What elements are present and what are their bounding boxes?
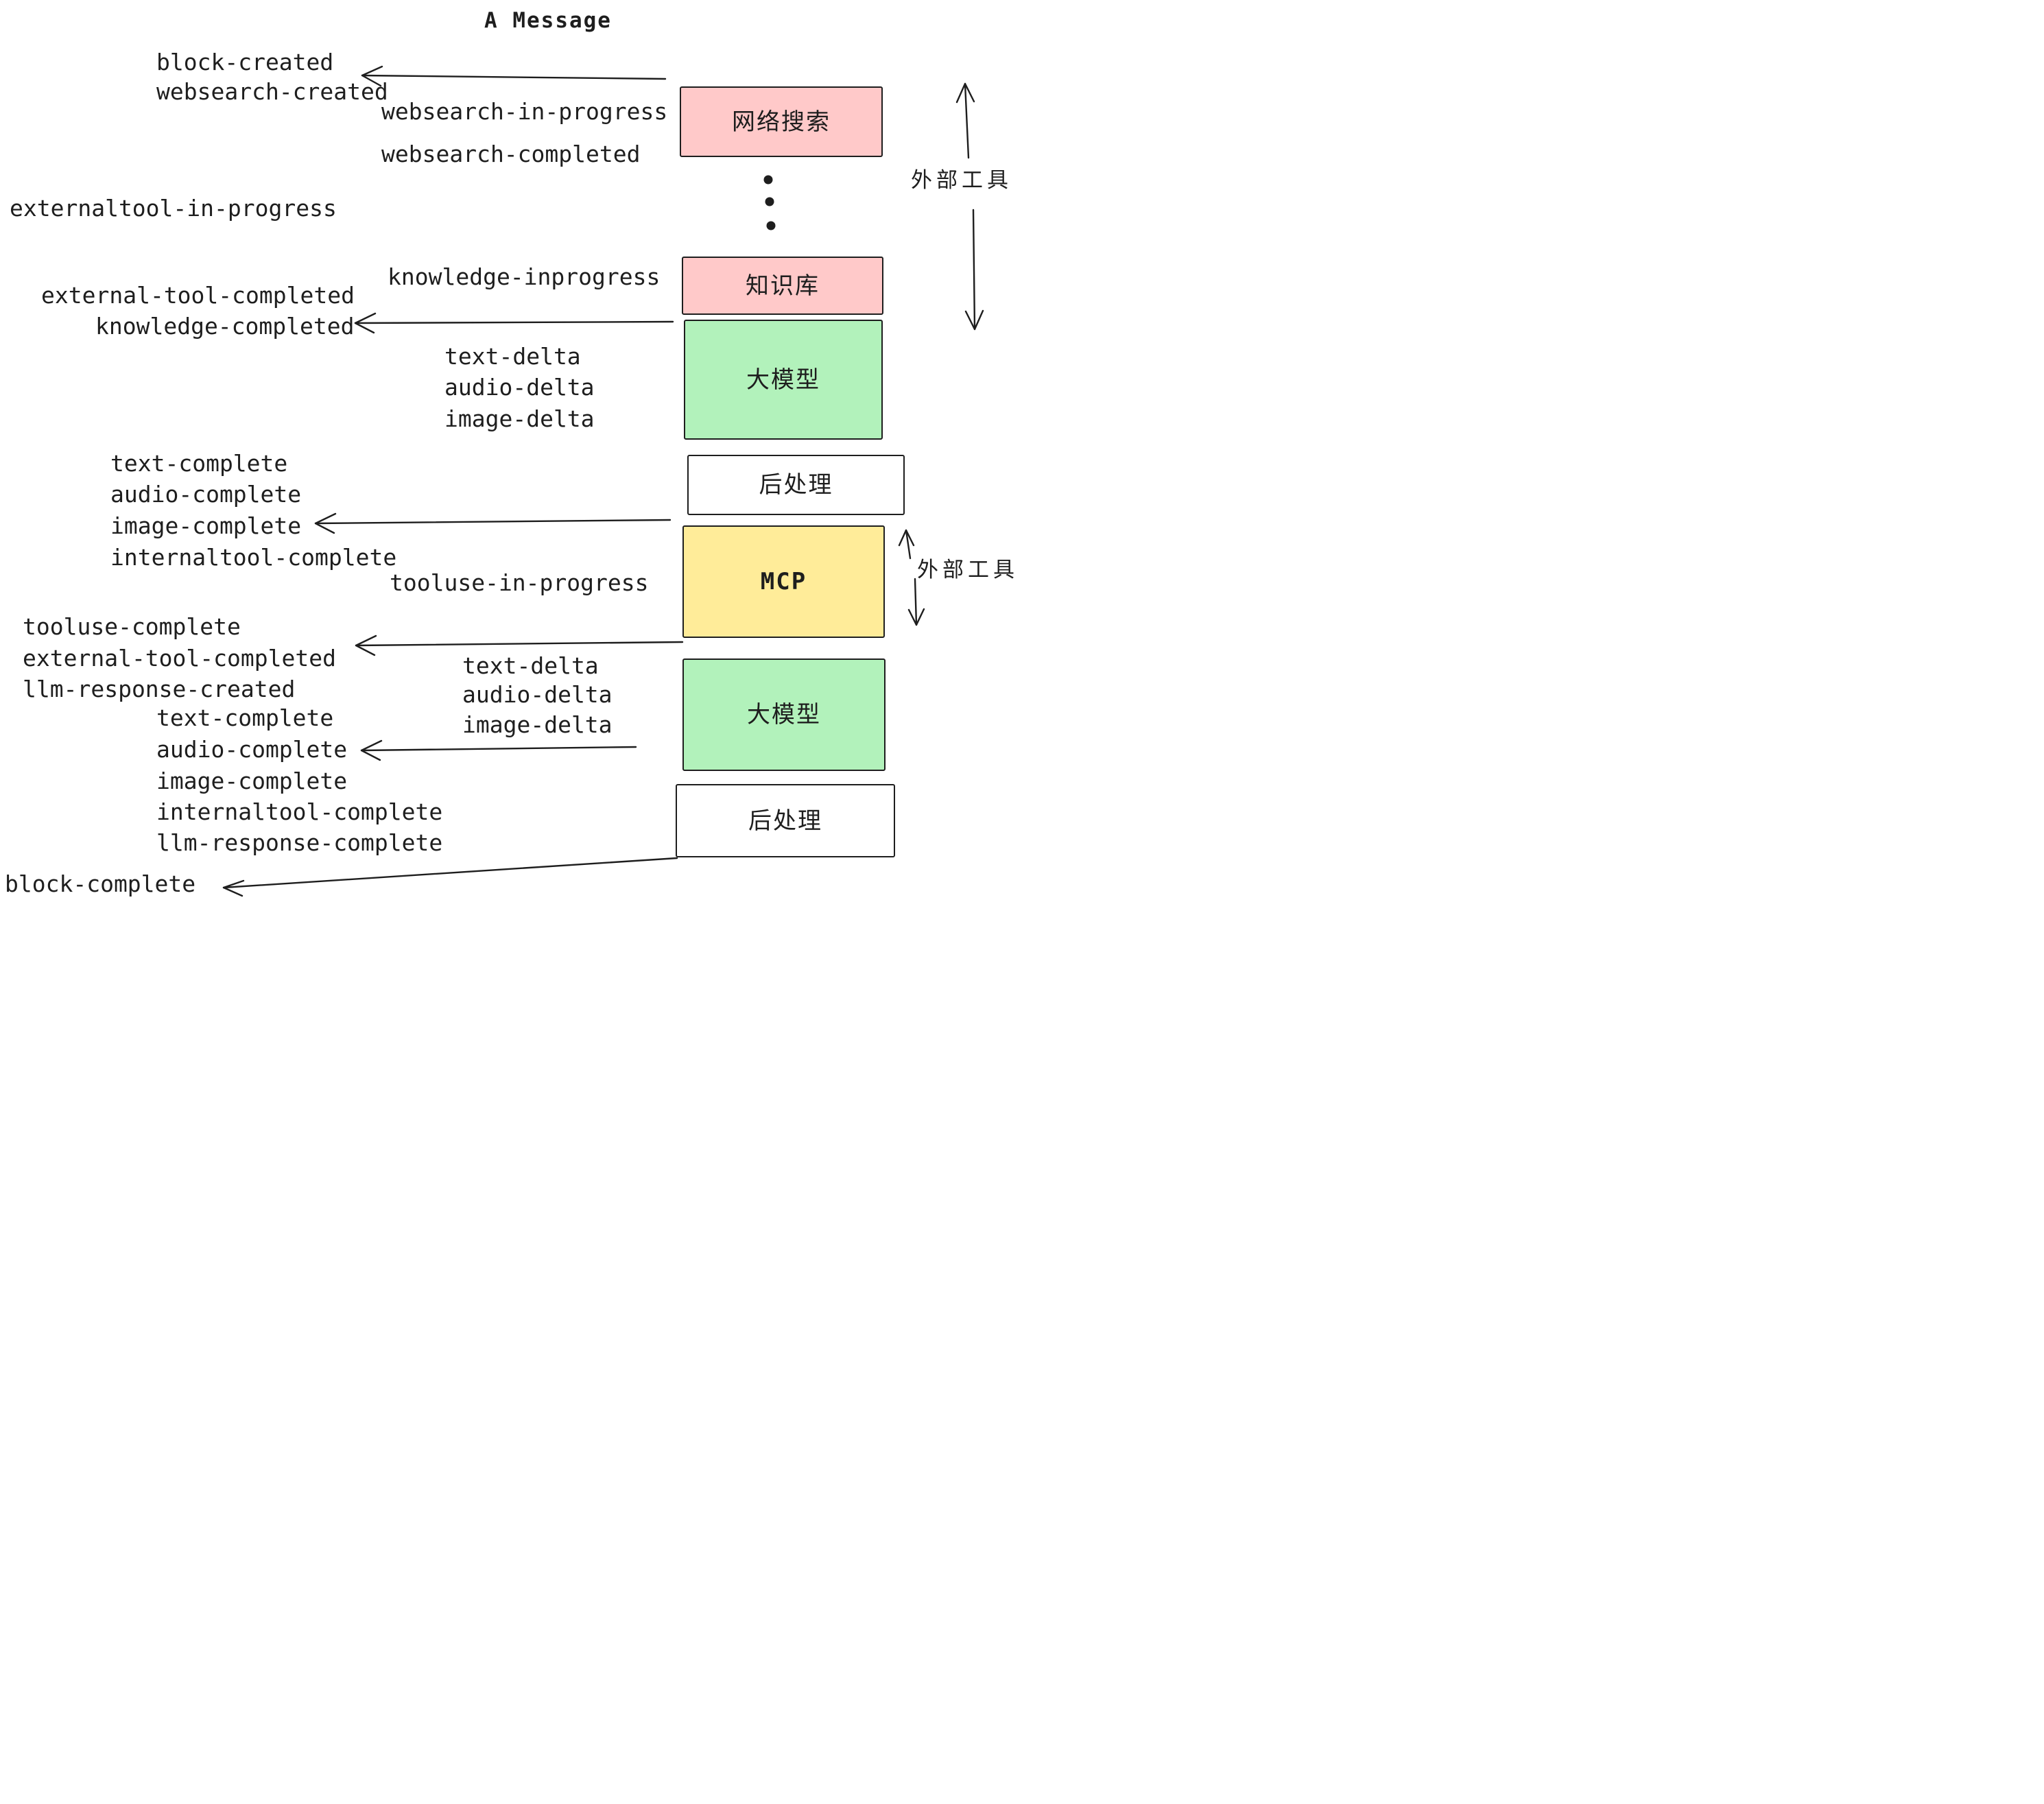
event-image-complete-2: image-complete [156, 768, 348, 794]
arrow-websearch-to-block-created-line [361, 74, 667, 80]
event-tooluse-in-progress: tooluse-in-progress [390, 569, 649, 596]
ellipsis-dot-3 [766, 221, 776, 230]
side-label-external-tools-2: 外部工具 [917, 558, 1019, 582]
arrow-external-tools-2-down-line [914, 578, 918, 626]
event-llm-response-complete: llm-response-complete [156, 829, 443, 856]
box-mcp-label: MCP [760, 568, 807, 595]
event-external-tool-completed: external-tool-completed [41, 282, 355, 309]
box-postprocess-2: 后处理 [676, 784, 895, 857]
ellipsis-dot-2 [765, 197, 774, 206]
box-postprocess-2-label: 后处理 [748, 807, 822, 835]
arrow-llm2-to-audio-complete-head [360, 739, 383, 761]
arrow-postprocess-to-block-complete-line [222, 857, 678, 889]
event-audio-complete: audio-complete [110, 481, 302, 508]
arrow-external-tools-down-line [972, 209, 976, 331]
box-llm-1-label: 大模型 [746, 366, 820, 394]
arrow-mcp-to-image-complete-head [314, 512, 337, 534]
box-llm-1: 大模型 [684, 320, 883, 440]
arrow-external-tools-2-up-head [898, 529, 915, 547]
ellipsis-dot-1 [763, 175, 773, 185]
arrow-llm-to-knowledge-completed-line [354, 320, 674, 324]
box-llm-2: 大模型 [682, 658, 886, 771]
event-image-complete: image-complete [110, 512, 302, 539]
event-websearch-in-progress: websearch-in-progress [381, 98, 668, 125]
event-websearch-created: websearch-created [156, 78, 388, 105]
arrow-external-tools-up-head [955, 82, 975, 104]
event-audio-delta: audio-delta [444, 374, 595, 401]
arrow-postprocess-to-block-complete-head [222, 879, 245, 897]
event-internaltool-complete-2: internaltool-complete [156, 798, 443, 825]
arrow-llm-to-knowledge-completed-head [354, 312, 377, 334]
arrow-mcp-to-tooluse-complete-line [355, 641, 684, 647]
event-knowledge-inprogress: knowledge-inprogress [388, 263, 661, 290]
event-externaltool-in-progress: externaltool-in-progress [10, 195, 337, 222]
diagram-canvas: A Message block-created websearch-create… [0, 0, 1022, 902]
arrow-mcp-to-image-complete-line [314, 519, 672, 525]
box-knowledge-label: 知识库 [746, 272, 820, 300]
event-text-complete: text-complete [110, 450, 288, 477]
box-mcp: MCP [682, 525, 885, 638]
arrow-external-tools-2-up-line [905, 529, 912, 560]
event-tooluse-complete: tooluse-complete [23, 613, 241, 640]
event-internaltool-complete: internaltool-complete [110, 544, 397, 571]
event-llm-response-created: llm-response-created [23, 676, 296, 702]
event-external-tool-completed-2: external-tool-completed [23, 645, 336, 672]
event-websearch-completed: websearch-completed [381, 141, 641, 167]
event-block-complete: block-complete [5, 870, 196, 897]
diagram-title: A Message [484, 8, 612, 33]
box-websearch-label: 网络搜索 [732, 108, 831, 136]
event-audio-complete-2: audio-complete [156, 736, 348, 763]
arrow-llm2-to-audio-complete-line [360, 746, 637, 752]
event-text-complete-2: text-complete [156, 704, 334, 731]
event-image-delta-2: image-delta [462, 711, 613, 738]
event-text-delta-2: text-delta [462, 652, 599, 679]
box-websearch: 网络搜索 [680, 86, 883, 157]
event-audio-delta-2: audio-delta [462, 681, 613, 708]
arrow-external-tools-2-down-head [907, 608, 925, 626]
arrow-external-tools-down-head [964, 309, 984, 331]
event-knowledge-completed: knowledge-completed [95, 313, 355, 340]
box-knowledge: 知识库 [682, 257, 883, 315]
side-label-external-tools-1: 外部工具 [911, 168, 1012, 193]
box-postprocess-1-label: 后处理 [759, 471, 833, 499]
arrow-external-tools-up-line [964, 82, 970, 159]
box-llm-2-label: 大模型 [747, 701, 821, 728]
event-block-created: block-created [156, 49, 334, 75]
arrow-mcp-to-tooluse-complete-head [355, 634, 377, 656]
event-text-delta: text-delta [444, 343, 581, 370]
event-image-delta: image-delta [444, 405, 595, 432]
box-postprocess-1: 后处理 [687, 455, 905, 515]
